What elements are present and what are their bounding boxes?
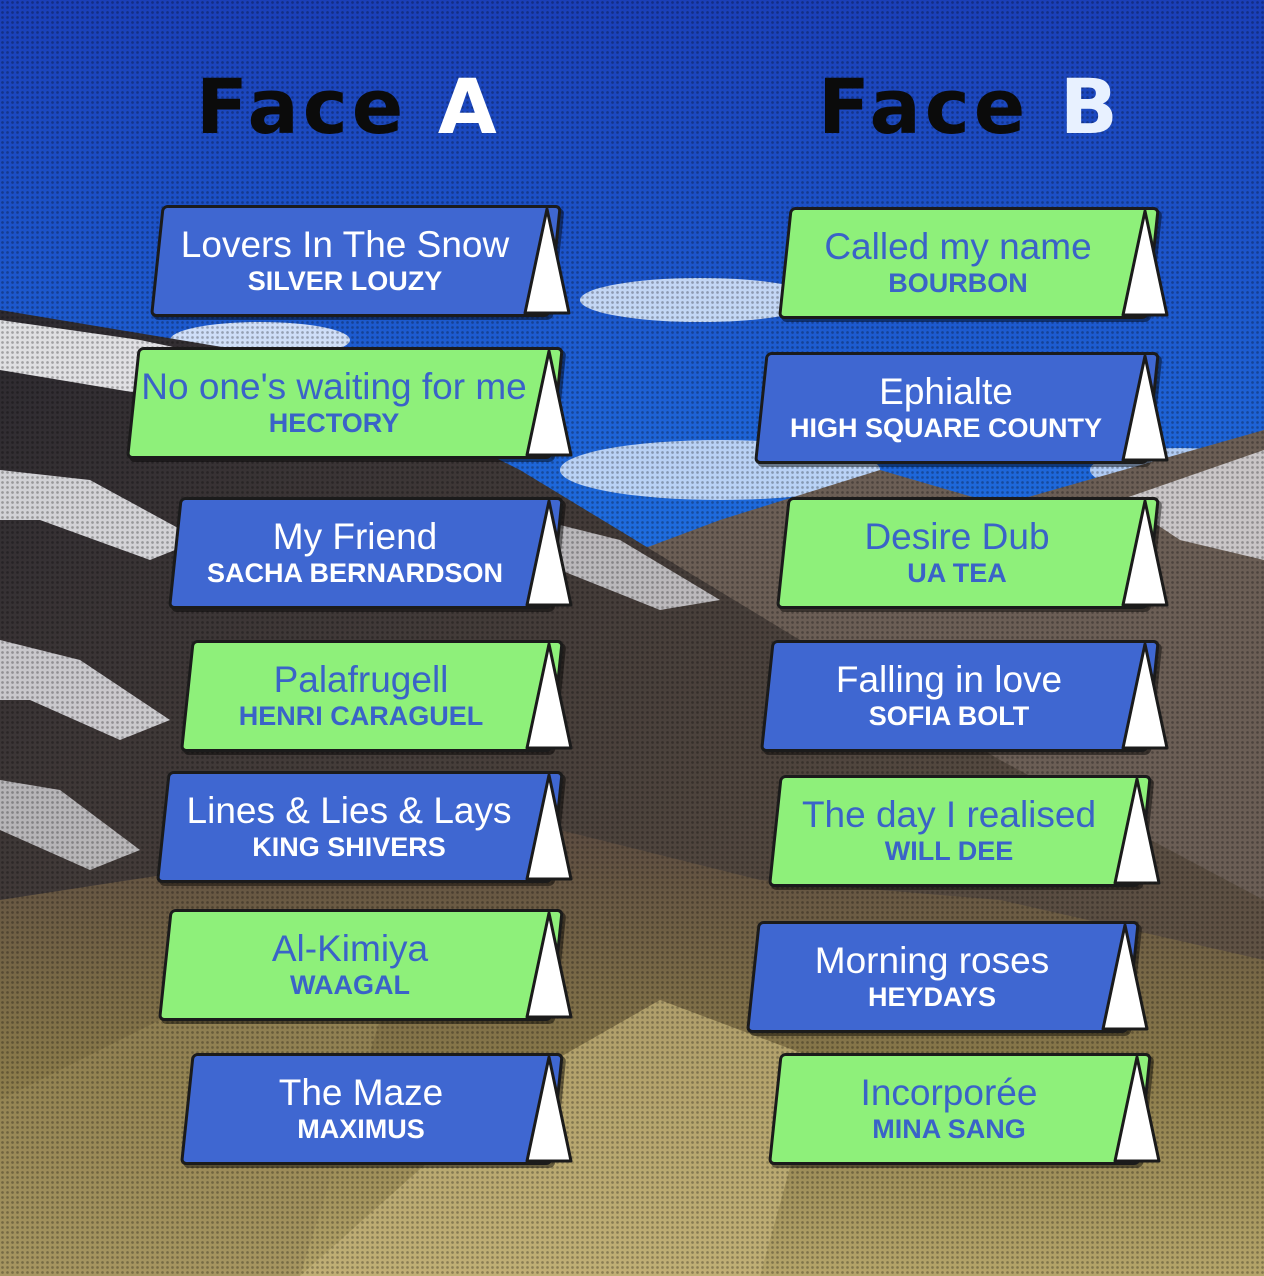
track-artist: MINA SANG: [872, 1114, 1026, 1144]
track-title: Incorporée: [860, 1072, 1038, 1113]
track-title: Palafrugell: [273, 659, 449, 700]
mountain-peak-icon: [525, 349, 573, 457]
track-title: Desire Dub: [864, 516, 1050, 557]
track-title: Falling in love: [835, 659, 1063, 700]
mountain-peak-icon: [1121, 499, 1169, 607]
face-a-label: Face: [196, 62, 408, 151]
track-title: The day I realised: [801, 794, 1097, 835]
track-artist: SILVER LOUZY: [247, 266, 443, 296]
track-artist: UA TEA: [907, 558, 1007, 588]
track-artist: WAAGAL: [290, 970, 410, 1000]
mountain-peak-icon: [523, 207, 571, 315]
track-artist: HEYDAYS: [867, 982, 997, 1012]
face-b-label: Face: [818, 62, 1030, 151]
track-title: Morning roses: [814, 940, 1050, 981]
face-b-heading: Face B: [818, 62, 1122, 151]
track-artist: HECTORY: [268, 408, 400, 438]
mountain-peak-icon: [525, 773, 573, 881]
mountain-peak-icon: [525, 1055, 573, 1163]
track-artist: HIGH SQUARE COUNTY: [789, 413, 1103, 443]
track-artist: MAXIMUS: [297, 1114, 425, 1144]
mountain-peak-icon: [525, 642, 573, 750]
track-artist: SACHA BERNARDSON: [206, 558, 503, 588]
track-title: Al-Kimiya: [271, 928, 429, 969]
track-title: The Maze: [278, 1072, 444, 1113]
track-title: No one's waiting for me: [141, 366, 527, 407]
track-title: Lines & Lies & Lays: [186, 790, 512, 831]
track-artist: KING SHIVERS: [252, 832, 446, 862]
face-a-heading: Face A: [196, 62, 501, 151]
track-artist: HENRI CARAGUEL: [238, 701, 484, 731]
face-a-letter: A: [437, 62, 501, 151]
mountain-peak-icon: [1113, 777, 1161, 885]
track-artist: BOURBON: [888, 268, 1028, 298]
track-artist: SOFIA BOLT: [868, 701, 1030, 731]
mountain-peak-icon: [1113, 1055, 1161, 1163]
mountain-peak-icon: [525, 499, 573, 607]
track-title: Lovers In The Snow: [180, 224, 510, 265]
mountain-peak-icon: [1121, 354, 1169, 462]
mountain-peak-icon: [525, 911, 573, 1019]
track-title: My Friend: [272, 516, 438, 557]
mountain-peak-icon: [1121, 642, 1169, 750]
mountain-peak-icon: [1101, 923, 1149, 1031]
face-b-letter: B: [1059, 62, 1122, 151]
track-title: Ephialte: [879, 371, 1013, 412]
track-artist: WILL DEE: [884, 836, 1014, 866]
mountain-peak-icon: [1121, 209, 1169, 317]
track-title: Called my name: [824, 226, 1092, 267]
